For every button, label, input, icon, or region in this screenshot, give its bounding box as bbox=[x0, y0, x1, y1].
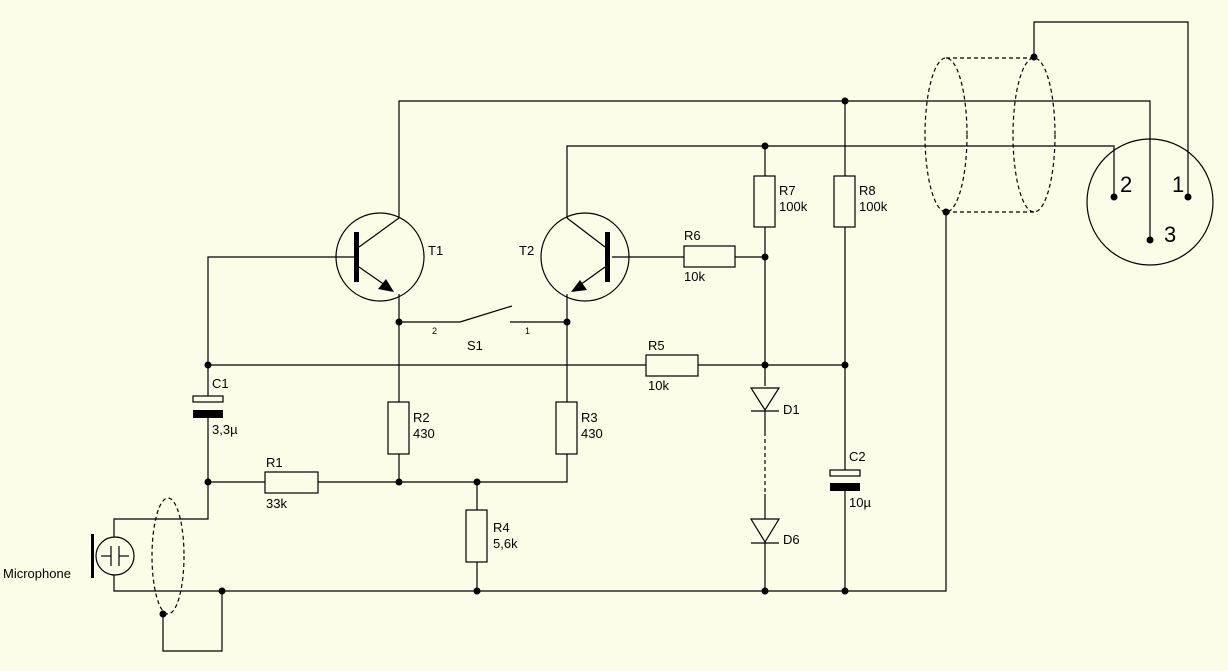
switch-s1: 2 1 S1 bbox=[432, 326, 530, 353]
resistor-r1: R1 33k bbox=[264, 455, 319, 511]
r6-name: R6 bbox=[684, 228, 701, 243]
d1-label: D1 bbox=[783, 402, 800, 417]
r2-value: 430 bbox=[413, 426, 435, 441]
r5-value: 10k bbox=[648, 378, 669, 393]
d6-label: D6 bbox=[783, 532, 800, 547]
resistor-r5: R5 10k bbox=[645, 338, 699, 393]
r7-value: 100k bbox=[779, 199, 808, 214]
capacitor-c2: C2 10µ bbox=[829, 449, 871, 510]
r8-name: R8 bbox=[859, 183, 876, 198]
c1-value: 3,3µ bbox=[212, 422, 238, 437]
wires bbox=[113, 21, 1189, 652]
s1-pin-1: 1 bbox=[525, 326, 530, 336]
r1-name: R1 bbox=[266, 455, 283, 470]
connector-pin-3: 3 bbox=[1164, 222, 1176, 247]
r1-value: 33k bbox=[266, 496, 287, 511]
c2-value: 10µ bbox=[849, 495, 871, 510]
transistor-t2: T2 bbox=[519, 212, 630, 302]
r3-name: R3 bbox=[581, 410, 598, 425]
transistor-t1: T1 bbox=[335, 212, 443, 302]
t2-label: T2 bbox=[519, 243, 534, 258]
connector-pin-2: 2 bbox=[1120, 172, 1132, 197]
resistor-r6: R6 10k bbox=[683, 228, 736, 284]
diode-d1: D1 bbox=[749, 387, 800, 417]
junctions bbox=[159, 53, 1038, 618]
r6-value: 10k bbox=[684, 269, 705, 284]
r4-value: 5,6k bbox=[493, 536, 518, 551]
resistor-r2: R2 430 bbox=[387, 401, 435, 455]
s1-pin-2: 2 bbox=[432, 326, 437, 336]
xlr-connector: 2 1 3 bbox=[1086, 138, 1214, 266]
c2-name: C2 bbox=[849, 449, 866, 464]
microphone-label: Microphone bbox=[3, 566, 71, 581]
c1-name: C1 bbox=[212, 376, 229, 391]
r7-name: R7 bbox=[779, 183, 796, 198]
r2-name: R2 bbox=[413, 410, 430, 425]
diode-d6: D6 bbox=[749, 518, 800, 547]
resistor-r8: R8 100k bbox=[833, 175, 888, 228]
resistor-r3: R3 430 bbox=[555, 401, 603, 455]
t1-label: T1 bbox=[428, 243, 443, 258]
connector-pin-1: 1 bbox=[1172, 172, 1184, 197]
r3-value: 430 bbox=[581, 426, 603, 441]
resistor-r7: R7 100k bbox=[753, 175, 808, 228]
r8-value: 100k bbox=[859, 199, 888, 214]
resistor-r4: R4 5,6k bbox=[465, 509, 518, 563]
r4-name: R4 bbox=[493, 520, 510, 535]
microphone: Microphone bbox=[3, 534, 135, 581]
capacitor-c1: C1 3,3µ bbox=[192, 376, 238, 437]
s1-name: S1 bbox=[467, 338, 483, 353]
cable-shield bbox=[151, 57, 1056, 615]
r5-name: R5 bbox=[648, 338, 665, 353]
